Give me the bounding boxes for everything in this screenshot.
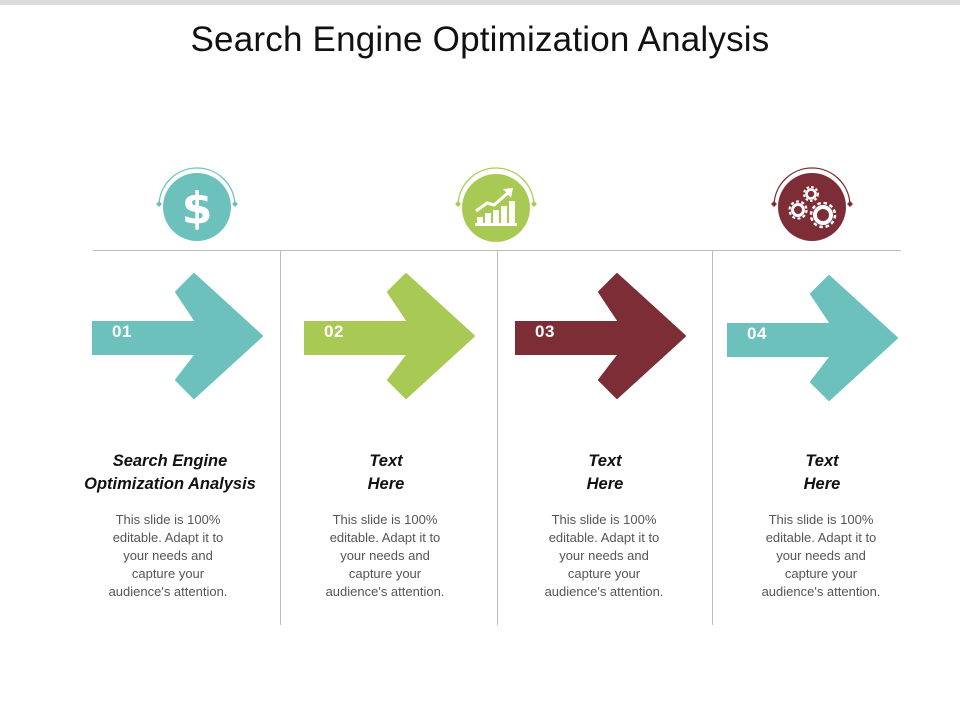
description-line: audience's attention. xyxy=(325,584,445,599)
growth-chart-icon-badge xyxy=(451,165,541,245)
step-number: 04 xyxy=(747,324,767,343)
top-border xyxy=(0,0,960,5)
step-heading-2: Text Here xyxy=(278,450,494,496)
description-line: capture your xyxy=(131,566,205,581)
heading-line: Text xyxy=(805,452,839,470)
step-heading-1: Search Engine Optimization Analysis xyxy=(62,450,278,496)
description-line: editable. Adapt it to xyxy=(548,530,660,545)
description-line: This slide is 100% xyxy=(551,512,657,527)
svg-text:$: $ xyxy=(182,183,213,234)
step-description-1: This slide is 100% editable. Adapt it to… xyxy=(60,511,276,601)
step-arrow-1: 01 xyxy=(92,270,264,402)
step-arrow-3: 03 xyxy=(515,270,687,402)
description-line: capture your xyxy=(567,566,641,581)
heading-line: Here xyxy=(367,475,405,493)
gears-icon xyxy=(771,167,853,241)
description-line: capture your xyxy=(784,566,858,581)
description-line: audience's attention. xyxy=(544,584,664,599)
step-number: 02 xyxy=(324,322,344,341)
growth-chart-icon xyxy=(455,167,537,242)
heading-line: Text xyxy=(369,452,403,470)
description-line: editable. Adapt it to xyxy=(765,530,877,545)
step-description-4: This slide is 100% editable. Adapt it to… xyxy=(713,511,929,601)
description-line: your needs and xyxy=(776,548,866,563)
description-line: your needs and xyxy=(123,548,213,563)
description-line: your needs and xyxy=(340,548,430,563)
column-divider xyxy=(280,251,281,625)
gears-icon-badge xyxy=(767,165,857,245)
step-heading-4: Text Here xyxy=(714,450,930,496)
description-line: editable. Adapt it to xyxy=(329,530,441,545)
heading-line: Here xyxy=(803,475,841,493)
step-arrow-2: 02 xyxy=(304,270,476,402)
heading-line: Here xyxy=(586,475,624,493)
description-line: editable. Adapt it to xyxy=(112,530,224,545)
description-line: This slide is 100% xyxy=(115,512,221,527)
step-description-2: This slide is 100% editable. Adapt it to… xyxy=(277,511,493,601)
heading-line: Optimization Analysis xyxy=(84,475,256,493)
column-divider xyxy=(712,251,713,625)
description-line: capture your xyxy=(348,566,422,581)
step-number: 01 xyxy=(112,322,132,341)
description-line: audience's attention. xyxy=(108,584,228,599)
step-arrow-4: 04 xyxy=(727,272,899,404)
description-line: audience's attention. xyxy=(761,584,881,599)
page-title: Search Engine Optimization Analysis xyxy=(190,20,770,59)
description-line: This slide is 100% xyxy=(768,512,874,527)
step-heading-3: Text Here xyxy=(497,450,713,496)
dollar-icon: $ xyxy=(156,167,238,241)
column-divider xyxy=(497,251,498,625)
description-line: This slide is 100% xyxy=(332,512,438,527)
step-description-3: This slide is 100% editable. Adapt it to… xyxy=(496,511,712,601)
description-line: your needs and xyxy=(559,548,649,563)
dollar-icon-badge: $ xyxy=(152,165,242,245)
horizontal-divider xyxy=(93,250,901,251)
heading-line: Search Engine xyxy=(112,452,228,470)
heading-line: Text xyxy=(588,452,622,470)
step-number: 03 xyxy=(535,322,555,341)
